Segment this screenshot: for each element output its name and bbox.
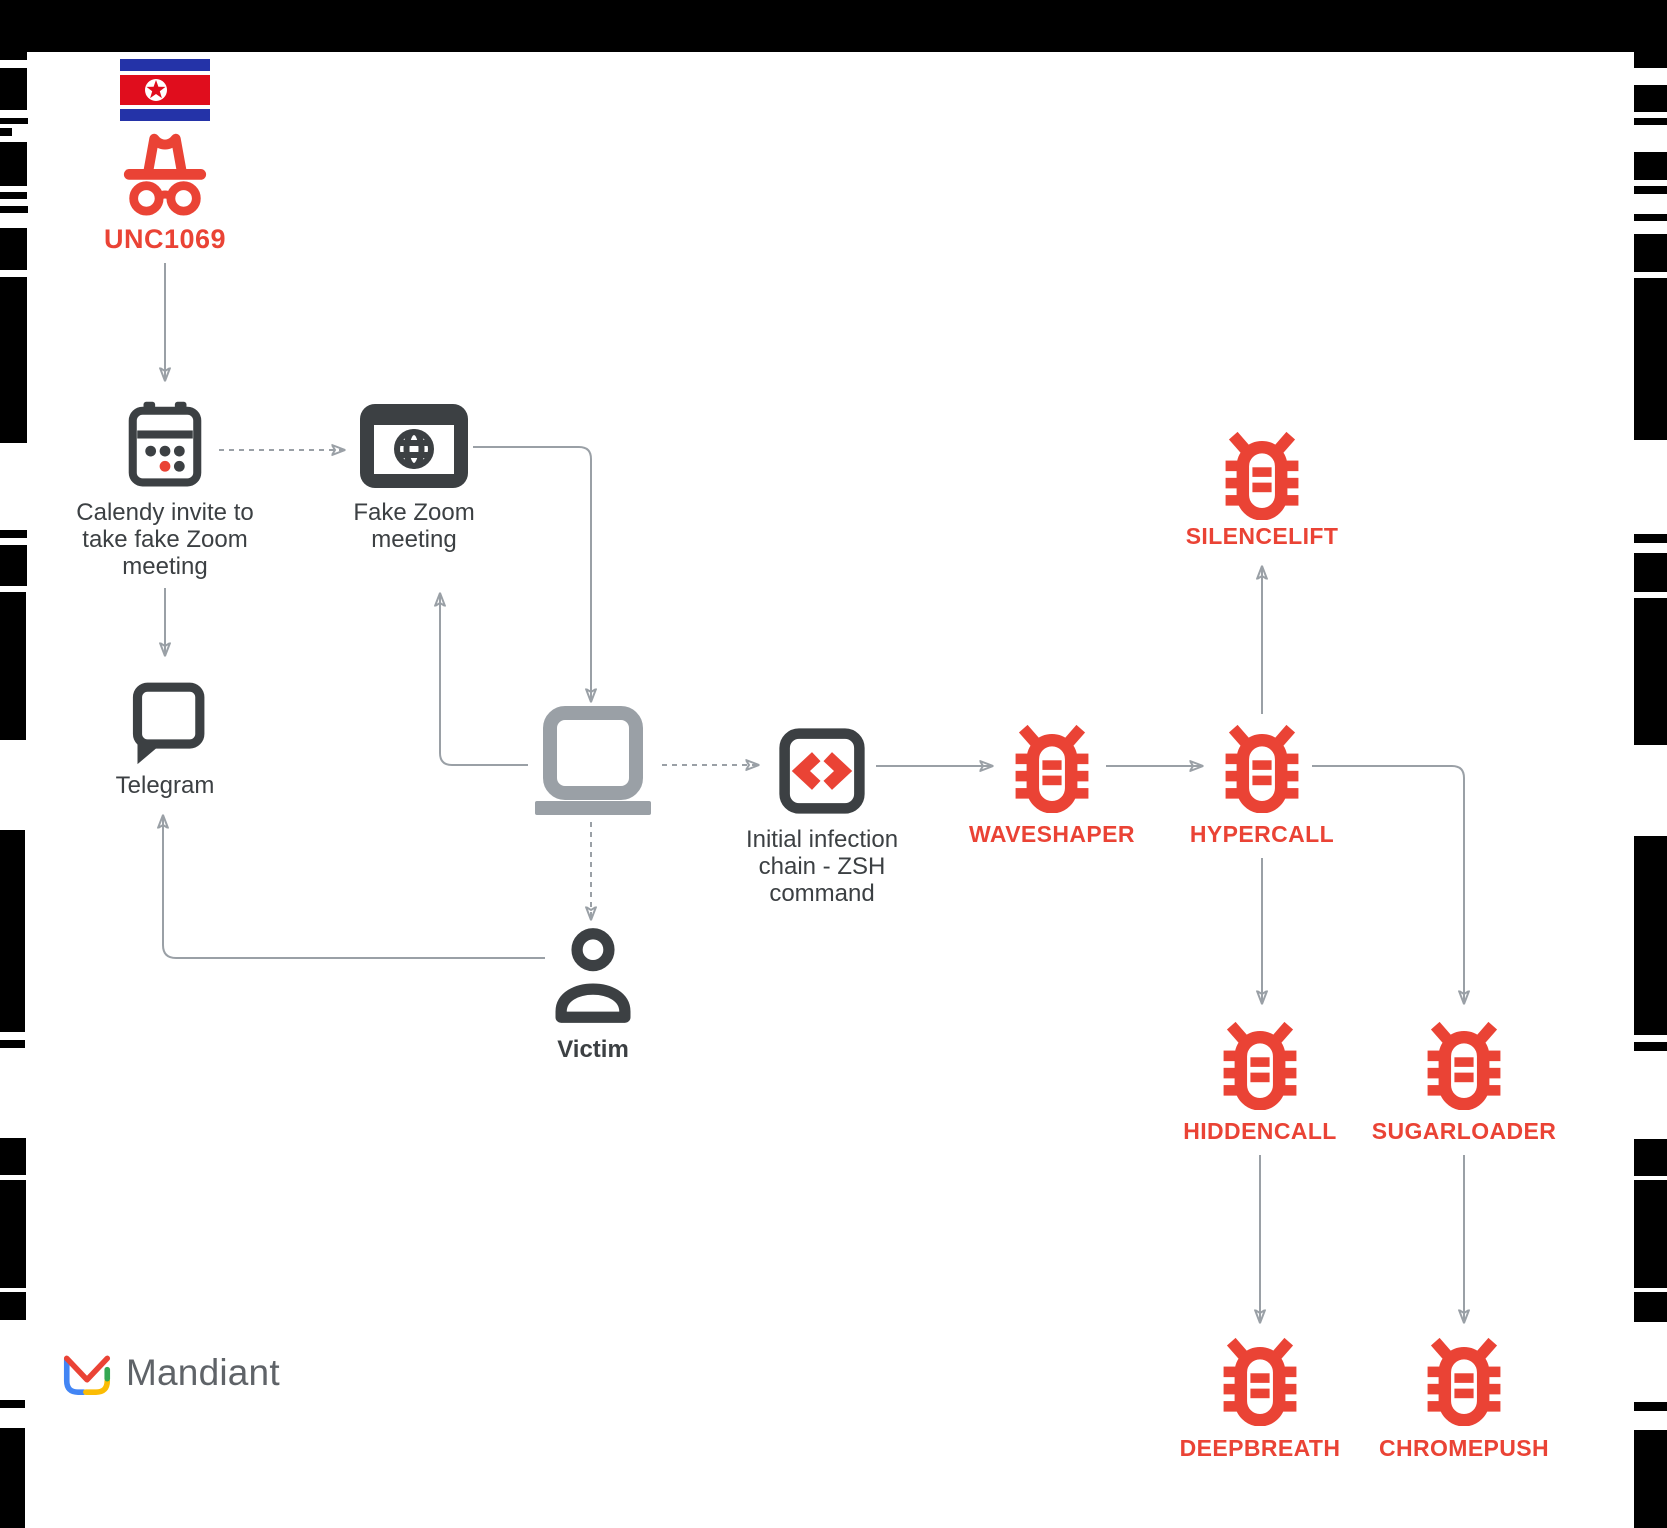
connector-laptop-to-fakezoom [440, 594, 528, 766]
victim-label: Victim [557, 1036, 629, 1063]
victim-person-icon [555, 928, 631, 1023]
browser-globe-icon [360, 404, 468, 488]
actor-label: UNC1069 [103, 224, 227, 254]
deepbreath-bug-icon [1214, 1334, 1306, 1426]
infection-label: Initial infection chain - ZSH command [745, 826, 899, 907]
fake-zoom-label: Fake Zoom meeting [353, 499, 475, 553]
deepbreath-label: DEEPBREATH [1179, 1435, 1341, 1461]
calendar-icon [128, 401, 202, 487]
mandiant-brand-text: Mandiant [126, 1352, 280, 1393]
sugarloader-bug-icon [1418, 1018, 1510, 1110]
silencelift-label: SILENCELIFT [1185, 523, 1339, 549]
connector-victim-to-telegram [163, 816, 545, 959]
mandiant-logo-icon [63, 1355, 111, 1395]
hypercall-bug-icon [1216, 721, 1308, 813]
telegram-label: Telegram [115, 772, 215, 799]
waveshaper-bug-icon [1006, 721, 1098, 813]
connector-fakezoom-to-laptop [473, 446, 591, 701]
hiddencall-label: HIDDENCALL [1183, 1118, 1337, 1144]
north-korea-flag-icon [120, 59, 210, 121]
sugarloader-label: SUGARLOADER [1371, 1118, 1557, 1144]
hiddencall-bug-icon [1214, 1018, 1306, 1110]
chromepush-label: CHROMEPUSH [1378, 1435, 1550, 1461]
top-black-bar [0, 0, 1667, 52]
connector-hypercall-to-sugarloader [1312, 765, 1464, 1003]
chat-bubble-icon [132, 682, 205, 765]
incognito-spy-icon [123, 133, 207, 216]
silencelift-bug-icon [1216, 428, 1308, 520]
chromepush-bug-icon [1418, 1334, 1510, 1426]
hypercall-label: HYPERCALL [1189, 821, 1335, 847]
waveshaper-label: WAVESHAPER [969, 821, 1135, 847]
code-icon [779, 728, 865, 814]
laptop-icon [535, 706, 651, 815]
calendly-label: Calendy invite to take fake Zoom meeting [76, 499, 254, 580]
